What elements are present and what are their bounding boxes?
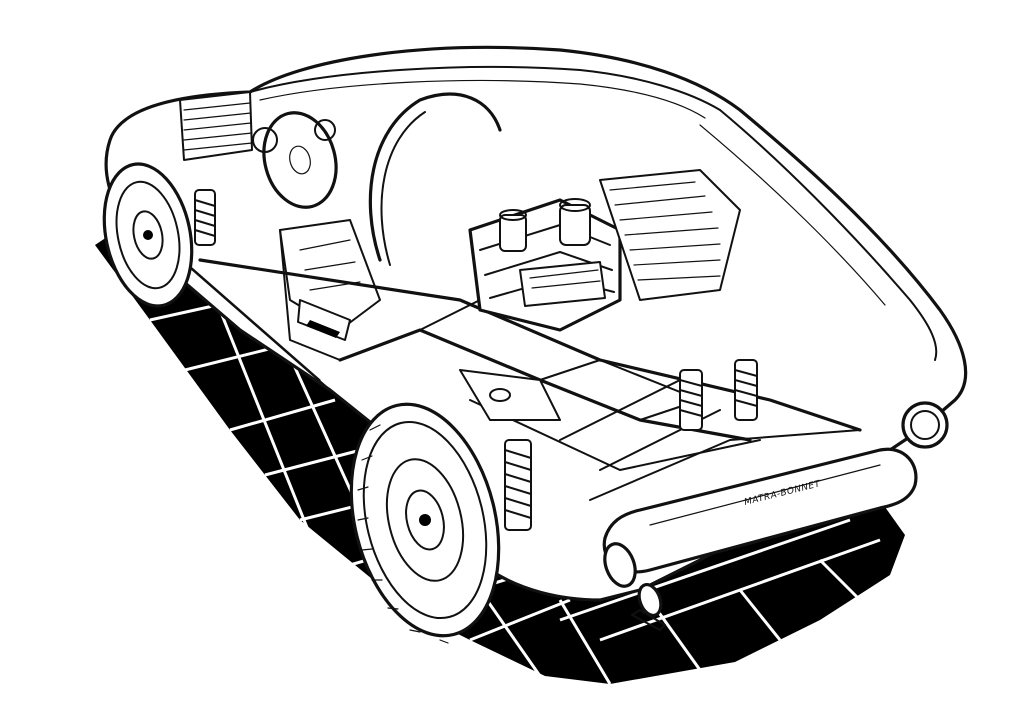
door-panel bbox=[279, 229, 351, 361]
engine bbox=[468, 198, 622, 332]
suspension bbox=[194, 189, 758, 531]
right-coilover bbox=[734, 359, 758, 421]
front-coilover bbox=[194, 189, 216, 246]
front-wheel bbox=[102, 162, 194, 308]
rear-light bbox=[901, 401, 949, 449]
rear-coilover bbox=[504, 439, 532, 531]
front-grille bbox=[179, 91, 253, 161]
center-coilover bbox=[679, 369, 703, 431]
chassis-frame bbox=[198, 258, 862, 501]
tire-tread bbox=[357, 424, 449, 644]
rear-duct bbox=[599, 169, 741, 301]
rear-wheel bbox=[349, 402, 501, 644]
exhaust-muffler: MATRA-BONNET bbox=[602, 447, 918, 631]
